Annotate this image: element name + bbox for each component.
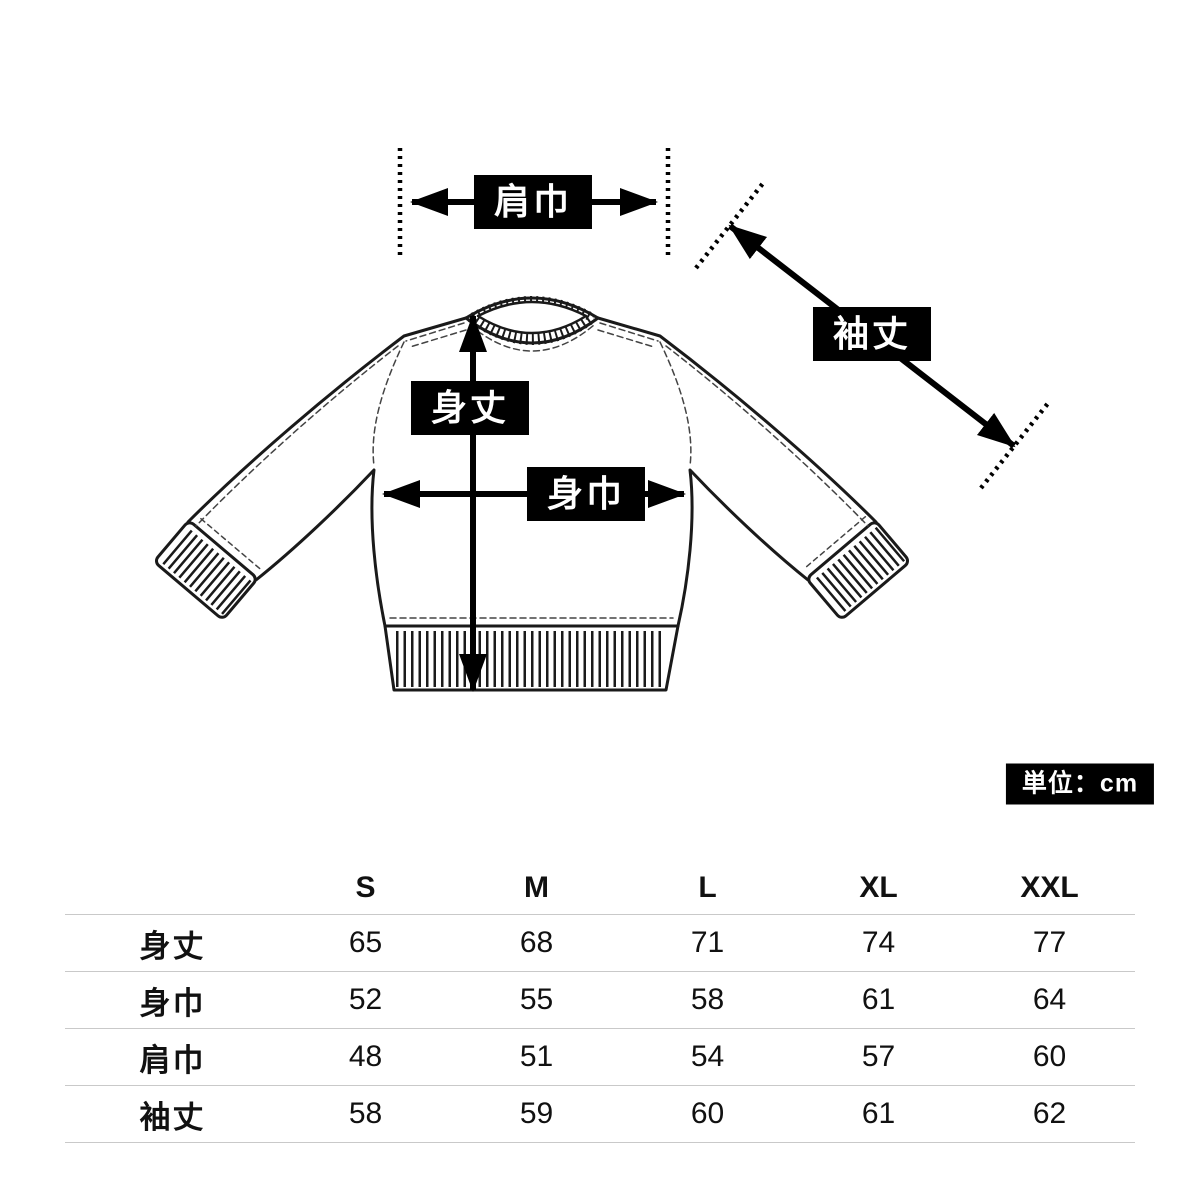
size-col-header: XXL [1020, 871, 1079, 904]
extension-line [694, 180, 766, 270]
size-row-label: 袖丈 [139, 1099, 206, 1135]
table-row: 身丈 65 68 71 74 77 [65, 914, 1135, 972]
size-col-header: L [698, 871, 717, 904]
size-value-cell: 74 [861, 926, 896, 959]
sleeve-length-label: 袖丈 [812, 307, 932, 361]
size-table-header-row: S M L XL XXL [65, 862, 1135, 915]
table-row: 肩巾 48 51 54 57 60 [65, 1028, 1135, 1086]
size-value-cell: 55 [519, 983, 554, 1016]
size-value-cell: 58 [690, 983, 725, 1016]
stitch-details [195, 322, 869, 527]
table-row: 身巾 52 55 58 61 64 [65, 971, 1135, 1029]
size-value-cell: 61 [861, 983, 896, 1016]
right-cuff [803, 515, 909, 619]
unit-badge: 単位：cm [1005, 763, 1155, 805]
size-col-header: XL [859, 871, 898, 904]
size-value-cell: 51 [519, 1040, 554, 1073]
size-value-cell: 48 [348, 1040, 383, 1073]
size-value-cell: 52 [348, 983, 383, 1016]
size-row-label: 身巾 [139, 985, 206, 1021]
size-row-label: 身丈 [139, 928, 206, 964]
extension-line [979, 400, 1051, 490]
size-value-cell: 68 [519, 926, 554, 959]
body-length-label: 身丈 [410, 381, 530, 435]
corner-cell [65, 862, 280, 915]
size-value-cell: 60 [690, 1097, 725, 1130]
size-value-cell: 77 [1032, 926, 1067, 959]
size-table: S M L XL XXL 身丈 65 68 71 74 77 身巾 52 55 … [65, 862, 1135, 1143]
size-row-label: 肩巾 [139, 1042, 206, 1078]
left-cuff [155, 515, 261, 619]
size-value-cell: 60 [1032, 1040, 1067, 1073]
body-width-label: 身巾 [526, 467, 646, 521]
size-col-header: M [524, 871, 549, 904]
size-col-header: S [355, 871, 376, 904]
size-value-cell: 64 [1032, 983, 1067, 1016]
size-value-cell: 54 [690, 1040, 725, 1073]
size-value-cell: 65 [348, 926, 383, 959]
table-row: 袖丈 58 59 60 61 62 [65, 1085, 1135, 1143]
size-value-cell: 57 [861, 1040, 896, 1073]
size-value-cell: 71 [690, 926, 725, 959]
size-value-cell: 58 [348, 1097, 383, 1130]
shoulder-width-label: 肩巾 [473, 175, 593, 229]
size-value-cell: 59 [519, 1097, 554, 1130]
size-value-cell: 62 [1032, 1097, 1067, 1130]
size-value-cell: 61 [861, 1097, 896, 1130]
